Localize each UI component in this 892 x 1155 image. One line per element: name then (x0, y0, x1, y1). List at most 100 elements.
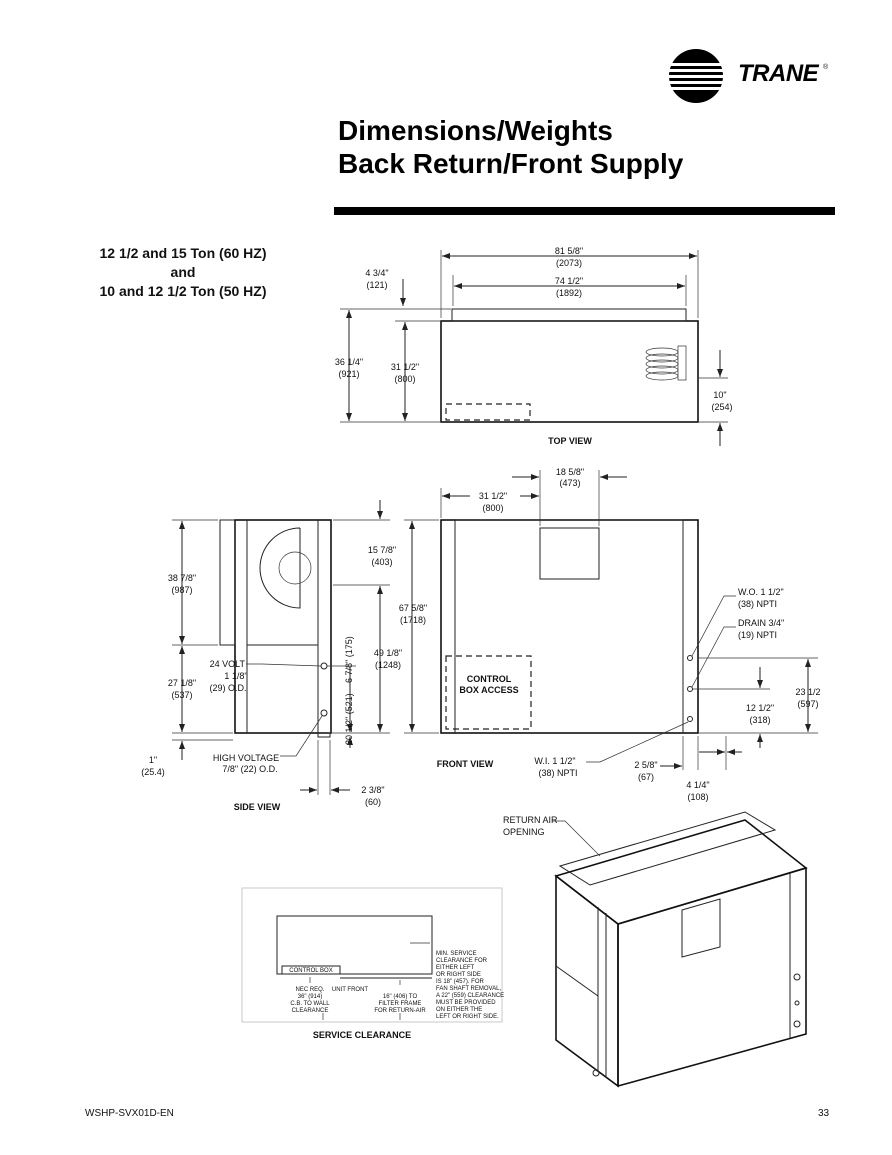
top-depth-mm: (921) (338, 369, 359, 379)
service-unit (276, 915, 433, 975)
service-min-9: ON EITHER THE (436, 1007, 482, 1013)
wo-npt: (38) NPTI (738, 599, 777, 609)
model-line-2: and (170, 264, 196, 280)
brand-name: TRANE (738, 60, 819, 87)
service-min-10: LEFT OR RIGHT SIDE. (436, 1014, 499, 1020)
drain-label: DRAIN 3/4" (738, 618, 784, 628)
service-filter-1: 16" (406) TO (383, 994, 418, 1000)
service-clearance-label: SERVICE CLEARANCE (313, 1030, 411, 1040)
side-vert-a: 6 7/8" (175) (344, 636, 354, 683)
side-depth: 2 3/8" (361, 785, 384, 795)
service-min-8: MUST BE PROVIDED (436, 1000, 496, 1006)
bottom-a: 2 5/8" (634, 760, 657, 770)
side-view-return-flange (219, 519, 236, 646)
service-nec-2: 36" (914) (298, 994, 322, 1000)
service-filter-3: FOR RETURN-AIR (374, 1008, 426, 1014)
model-heading: 12 1/2 and 15 Ton (60 HZ) and 10 and 12 … (70, 244, 296, 301)
control-box-access-panel (445, 655, 532, 730)
service-min-2: CLEARANCE FOR (436, 958, 488, 964)
side-base-mm: (25.4) (141, 767, 165, 777)
title-rule (334, 207, 835, 215)
front-height: 67 5/8" (399, 603, 427, 613)
top-coil-offset: 10" (713, 390, 726, 400)
document-id: WSHP-SVX01D-EN (85, 1108, 174, 1119)
return-air-label-2: OPENING (503, 827, 545, 837)
top-depth: 36 1/4" (335, 357, 363, 367)
front-left-offset: 31 1/2" (479, 491, 507, 501)
hv-label-1: HIGH VOLTAGE (213, 753, 279, 763)
top-overall-width-mm: (2073) (556, 258, 582, 268)
front-opening-width-mm: (473) (559, 478, 580, 488)
title-line-1: Dimensions/Weights (338, 115, 613, 146)
top-view-label: TOP VIEW (548, 436, 592, 446)
top-view-body (440, 320, 699, 423)
trane-logo-emblem (668, 48, 743, 104)
water-out-port (687, 655, 693, 661)
service-nec-4: CLEARANCE (292, 1008, 329, 1014)
return-air-label-1: RETURN AIR (503, 815, 558, 825)
registered-mark: ® (823, 64, 829, 71)
service-min-5: IS 18" (457). FOR (436, 979, 484, 985)
coil-icon (645, 345, 687, 381)
blower-wheel-icon (278, 551, 312, 585)
front-view-label: FRONT VIEW (437, 759, 494, 769)
page-number: 33 (818, 1108, 830, 1119)
service-min-1: MIN. SERVICE (436, 951, 477, 957)
bottom-b: 4 1/4" (686, 780, 709, 790)
bottom-b-mm: (108) (687, 792, 708, 802)
side-depth-mm: (60) (365, 797, 381, 807)
wi-npt: (38) NPTI (538, 768, 577, 778)
drain-port (687, 686, 693, 692)
side-view-body (234, 519, 332, 734)
hv-label-2: 7/8" (22) O.D. (222, 764, 277, 774)
service-min-4: OR RIGHT SIDE (436, 972, 481, 978)
top-view: 81 5/8" (2073) 74 1/2" (1892) 4 3/4" (12… (335, 246, 733, 446)
front-view: CONTROL BOX ACCESS (399, 467, 821, 802)
front-supply-opening (539, 527, 600, 580)
top-view-return-flange (451, 308, 687, 322)
top-overall-width: 81 5/8" (555, 246, 583, 256)
front-left-offset-mm: (800) (482, 503, 503, 513)
drain-height-mm: (318) (749, 715, 770, 725)
top-depth-inner-mm: (800) (394, 374, 415, 384)
top-depth-inner: 31 1/2" (391, 362, 419, 372)
side-lower-height-mm: (537) (171, 690, 192, 700)
control-box-label-1: CONTROL (467, 674, 512, 684)
side-upper-height: 38 7/8" (168, 573, 196, 583)
side-lower-height: 27 1/8" (168, 678, 196, 688)
service-control-box: CONTROL BOX (289, 968, 332, 974)
top-offset-mm: (121) (366, 280, 387, 290)
drain-height: 12 1/2" (746, 703, 774, 713)
high-voltage-port (320, 709, 328, 717)
model-line-1: 12 1/2 and 15 Ton (60 HZ) (99, 245, 267, 261)
side-view: 38 7/8" (987) 27 1/8" (537) 1" (25.4) 15… (141, 500, 402, 812)
side-top-drop: 15 7/8" (368, 545, 396, 555)
top-view-control-box (445, 403, 531, 421)
top-offset: 4 3/4" (365, 268, 388, 278)
volt-label-3: (29) O.D. (209, 683, 246, 693)
service-filter-2: FILTER FRAME (379, 1001, 422, 1007)
page-title: Dimensions/Weights Back Return/Front Sup… (338, 114, 683, 180)
title-line-2: Back Return/Front Supply (338, 148, 684, 179)
wi-label: W.I. 1 1/2" (534, 756, 575, 766)
side-view-label: SIDE VIEW (234, 802, 281, 812)
water-in-port (687, 716, 693, 722)
top-coil-offset-mm: (254) (711, 402, 732, 412)
front-opening-width: 18 5/8" (556, 467, 584, 477)
control-box-label-2: BOX ACCESS (459, 685, 518, 695)
front-height-mm: (1718) (400, 615, 426, 625)
service-min-7: A 22" (559) CLEARANCE (436, 993, 504, 999)
side-mid-height-mm: (1248) (375, 660, 401, 670)
service-clearance-diagram: CONTROL BOX NEC REQ. 36" (914) C.B. TO W… (241, 887, 504, 1040)
model-line-3: 10 and 12 1/2 Ton (50 HZ) (99, 283, 267, 299)
right-height-mm: (597) (797, 699, 818, 709)
side-base: 1" (149, 755, 157, 765)
isometric-view: RETURN AIR OPENING (503, 811, 808, 1088)
24-volt-port (320, 662, 328, 670)
service-min-3: EITHER LEFT (436, 965, 475, 971)
service-min-6: FAN SHAFT REMOVAL, (436, 986, 501, 992)
side-top-drop-mm: (403) (371, 557, 392, 567)
front-view-body (440, 519, 699, 734)
side-upper-height-mm: (987) (171, 585, 192, 595)
drain-npt: (19) NPTI (738, 630, 777, 640)
